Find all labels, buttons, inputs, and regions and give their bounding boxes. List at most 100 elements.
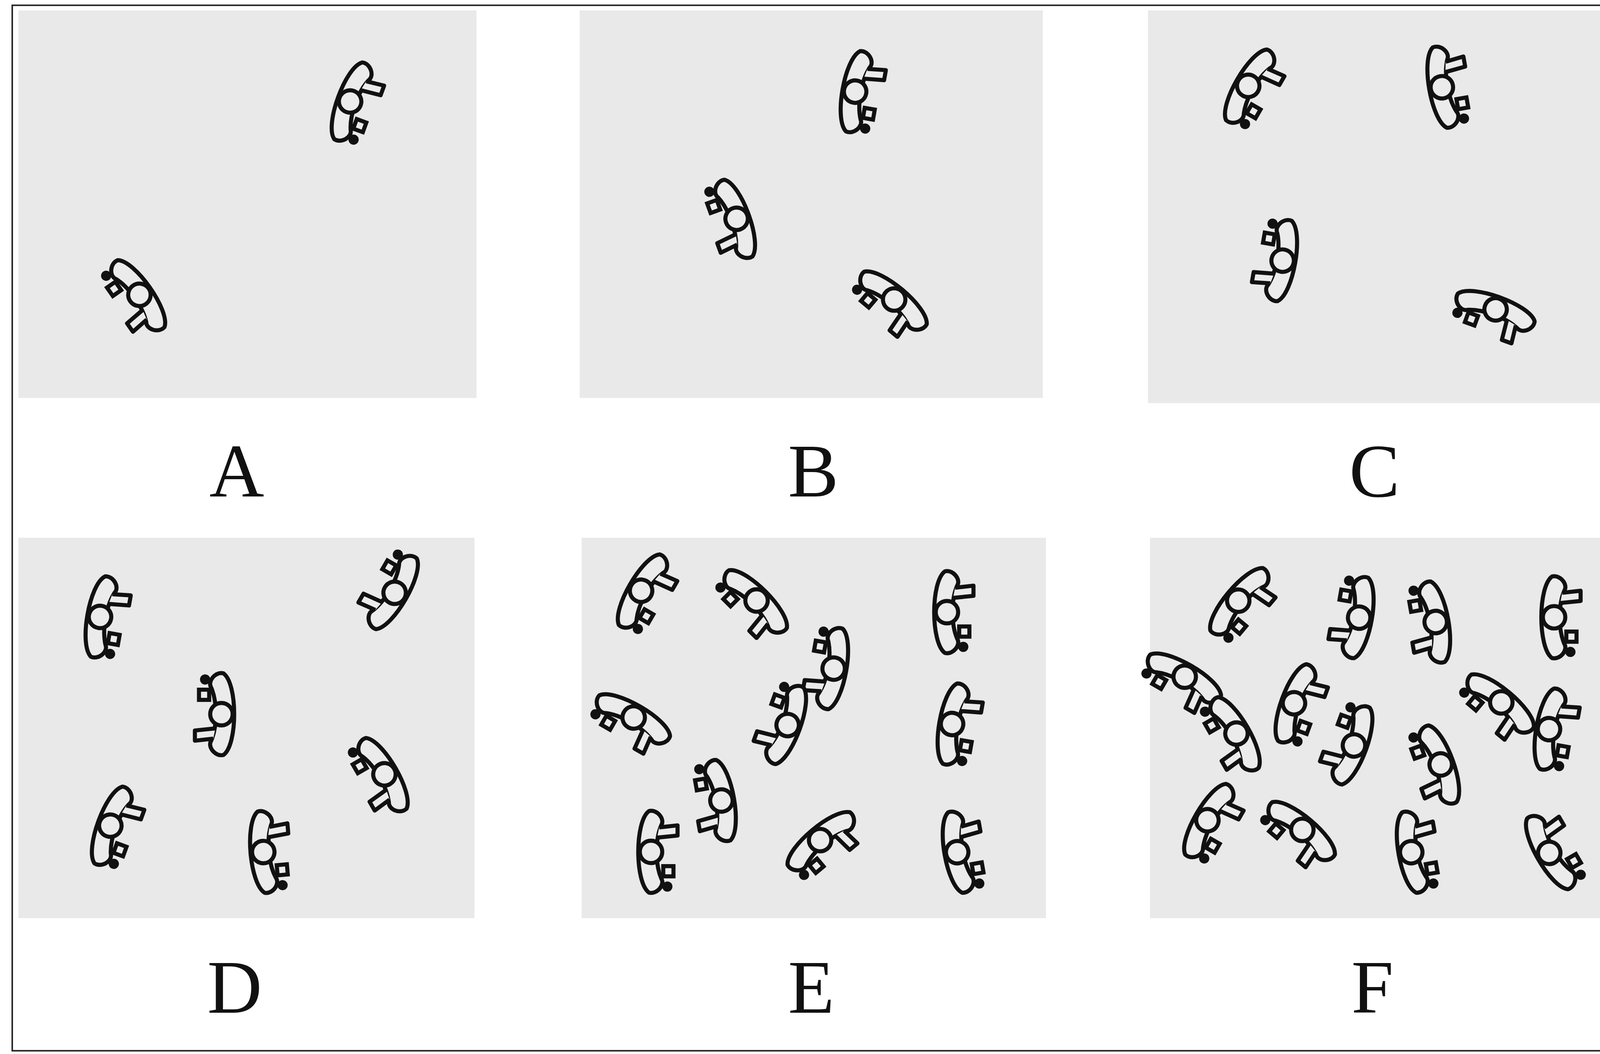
figure-head: [708, 787, 735, 814]
figure-hand: [817, 626, 830, 638]
panel-ground: [18, 10, 477, 399]
figure-hand: [973, 877, 986, 890]
pedestrian-figure: [1402, 579, 1456, 668]
figure-hand: [107, 857, 121, 871]
figure-body: [1517, 812, 1580, 896]
pedestrian-figure: [1517, 804, 1593, 896]
figure-head: [1279, 689, 1309, 718]
figure-arm: [1220, 749, 1245, 771]
figure-hand: [200, 674, 211, 685]
figure-hand: [104, 648, 116, 661]
figure-body: [1415, 721, 1467, 808]
pedestrian-figure: [1175, 778, 1251, 870]
pedestrian-figure: [937, 807, 991, 896]
figure-head: [1422, 609, 1449, 636]
figure-arm: [863, 66, 886, 83]
figure-foot: [113, 843, 127, 857]
figure-foot: [382, 560, 397, 575]
pedestrian-figure: [800, 623, 854, 712]
figure-arm: [1495, 716, 1518, 741]
pedestrian-figure: [350, 544, 426, 636]
figure-foot: [1204, 718, 1219, 733]
figure-arm: [1557, 704, 1580, 720]
figure-head: [1481, 295, 1510, 324]
pedestrian-figure: [835, 48, 889, 137]
figure-head: [1233, 70, 1264, 102]
figure-arm: [697, 816, 720, 832]
figure-arm: [195, 728, 216, 742]
figure-foot: [971, 862, 984, 875]
figure-body: [1206, 691, 1269, 775]
pedestrian-figure: [1422, 42, 1476, 130]
figure-arm: [1420, 780, 1444, 799]
figure-arm: [1443, 56, 1466, 73]
figure-head: [123, 279, 156, 311]
figure-head: [96, 811, 125, 841]
figure-body: [1329, 703, 1380, 789]
figure-hand: [957, 642, 969, 653]
pedestrian-figure: [323, 58, 389, 150]
figure-arm: [125, 310, 150, 332]
panel-ground: [1150, 537, 1600, 919]
figure-head: [1345, 604, 1373, 632]
figure-arm: [632, 730, 654, 754]
figure-hand: [1238, 117, 1253, 132]
figure-body: [80, 574, 119, 660]
figure-body: [84, 783, 135, 869]
figure-body: [835, 48, 874, 134]
panel-ground: [581, 537, 1047, 919]
figure-foot: [1556, 745, 1569, 758]
figure-head: [820, 655, 847, 683]
figure-head: [1398, 839, 1425, 866]
figure-arm: [716, 234, 740, 253]
figure-head: [878, 283, 910, 316]
figure-body: [780, 804, 859, 876]
figure-head: [369, 759, 400, 790]
pedestrian-figure: [609, 548, 685, 640]
figure-body: [246, 810, 279, 895]
figure-body: [1541, 576, 1566, 659]
figure-hand: [662, 881, 673, 892]
figure-foot: [1567, 854, 1582, 869]
figure-arm: [1412, 637, 1435, 653]
panel-ground: [18, 537, 475, 919]
pedestrian-figure: [687, 758, 742, 846]
pedestrian-figure: [697, 176, 763, 267]
figure-foot: [1269, 824, 1284, 839]
pedestrian-figure: [93, 254, 174, 344]
figure-head: [1426, 750, 1456, 779]
figure-body: [762, 682, 814, 769]
figure-arm: [1252, 270, 1275, 286]
figure-arm: [888, 313, 911, 338]
figure-hand: [1407, 585, 1420, 597]
figure-foot: [862, 107, 875, 120]
figure-body: [934, 571, 959, 654]
pedestrian-figure: [638, 810, 678, 894]
figure-head: [1535, 716, 1563, 743]
pedestrian-figure: [1391, 807, 1445, 896]
figure-arm: [1541, 816, 1566, 838]
figure-arm: [653, 571, 677, 592]
figure-hand: [849, 282, 865, 297]
figure-body: [323, 58, 375, 145]
panel-letter: C: [1349, 433, 1400, 510]
figure-arm: [267, 823, 289, 838]
figure-body: [354, 732, 417, 816]
figure-arm: [1304, 680, 1328, 700]
figure-hand: [1573, 868, 1588, 883]
figure-hand: [1198, 705, 1213, 720]
figure-arm: [108, 592, 132, 608]
figure-head: [773, 711, 802, 740]
figure-hand: [1343, 575, 1355, 587]
pedestrian-figure: [1401, 721, 1467, 813]
figure-arm: [958, 821, 981, 838]
figure-hand: [859, 122, 872, 135]
figure-foot: [107, 281, 122, 297]
figure-arm: [1412, 821, 1435, 838]
figure-head: [625, 575, 657, 607]
figure-body: [1216, 43, 1279, 127]
pedestrian-figure: [340, 732, 416, 824]
figure-arm: [960, 699, 983, 715]
figure-head: [1269, 247, 1296, 274]
pedestrian-figure: [195, 673, 235, 756]
